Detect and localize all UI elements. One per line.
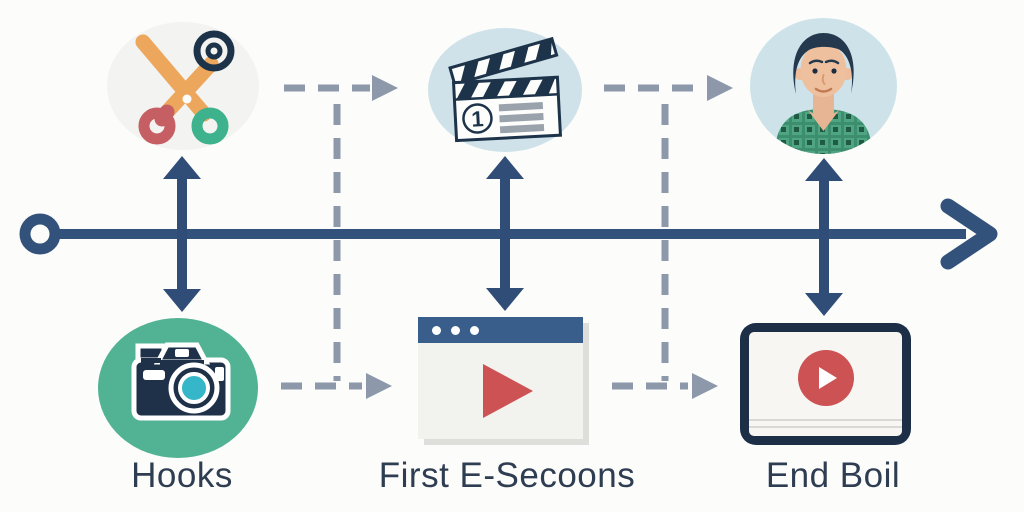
person-avatar-icon xyxy=(750,18,897,154)
up-arrow-icon xyxy=(805,158,843,181)
dashed-arrowhead-icon xyxy=(692,373,718,399)
stage-label-hooks: Hooks xyxy=(131,456,233,495)
screen-divider-line xyxy=(749,426,902,428)
play-button-icon xyxy=(797,349,854,406)
up-arrow-icon xyxy=(163,156,201,179)
browser-content xyxy=(418,343,583,439)
stage-label-end-boil: End Boil xyxy=(765,456,901,495)
take-number: 1 xyxy=(471,106,485,132)
stage-3-double-arrow xyxy=(805,158,843,316)
camera-viewfinder xyxy=(143,370,165,380)
browser-titlebar xyxy=(418,317,583,343)
timeline-arrowhead-icon xyxy=(940,198,998,270)
window-dot-icon xyxy=(451,325,460,335)
take-number-circle xyxy=(462,103,493,134)
timeline-axis xyxy=(19,198,998,270)
down-arrow-icon xyxy=(805,293,843,316)
timeline-start-ring xyxy=(19,213,61,255)
dashed-arrowhead-icon xyxy=(366,373,392,399)
face xyxy=(800,43,847,97)
browser-video-player-icon xyxy=(418,317,583,439)
dashed-connector-2 xyxy=(604,75,733,399)
stage-2-double-arrow xyxy=(486,156,524,311)
up-arrow-icon xyxy=(486,156,524,179)
dashed-connector-1 xyxy=(281,75,398,399)
clapperboard-graphic: 1 xyxy=(448,36,563,143)
scissors-graphic xyxy=(135,30,235,145)
down-arrow-icon xyxy=(486,288,524,311)
play-icon xyxy=(482,364,533,418)
stage-1-double-arrow xyxy=(163,156,201,312)
shirt xyxy=(775,109,872,154)
stage-label-first-seconds: First E-Secoons xyxy=(378,456,636,495)
dashed-arrowhead-icon xyxy=(707,75,733,101)
window-dot-icon xyxy=(470,325,479,335)
person-avatar-graphic xyxy=(775,33,872,154)
scissors-icon xyxy=(107,22,259,150)
clapperboard-icon: 1 xyxy=(428,28,582,152)
down-arrow-icon xyxy=(163,289,201,312)
camera-icon xyxy=(98,318,258,458)
hair xyxy=(793,33,854,94)
camera-graphic xyxy=(131,342,231,421)
tablet-video-player-icon xyxy=(740,323,911,445)
play-icon xyxy=(819,366,837,389)
window-dot-icon xyxy=(432,325,441,335)
screen-divider-line xyxy=(749,419,902,421)
tablet-screen xyxy=(749,332,902,436)
dashed-arrowhead-icon xyxy=(372,75,398,101)
